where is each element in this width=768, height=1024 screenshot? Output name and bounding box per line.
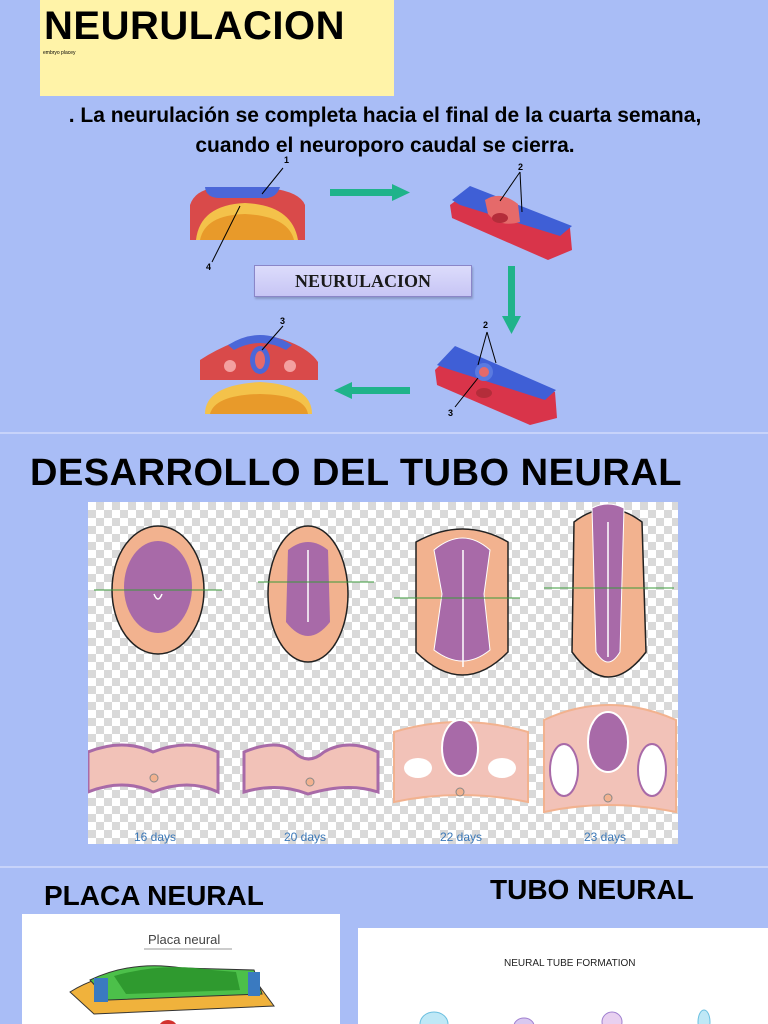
day-label-23: 23 days — [584, 830, 627, 844]
embryo-section-top-left — [190, 167, 305, 263]
callout-3: 3 — [280, 316, 286, 326]
day-label-22: 22 days — [440, 830, 483, 844]
slide-neurulacion: NEURULACION embryo placey . La neurulaci… — [0, 0, 768, 432]
slide-divider — [0, 432, 768, 434]
intro-text: . La neurulación se completa hacia el fi… — [68, 104, 702, 158]
neurulation-diagram — [190, 167, 572, 425]
day-label-16: 16 days — [134, 830, 177, 844]
tiny-caption: embryo placey — [43, 50, 76, 56]
callout-1: 1 — [284, 155, 290, 165]
tubo-neural-illustration — [419, 1009, 711, 1024]
slide-divider-2 — [0, 866, 768, 868]
section-23-days — [543, 704, 677, 814]
stage-16-days — [94, 525, 222, 655]
slide-placa-tubo: PLACA NEURAL TUBO NEURAL Placa neural NE… — [0, 868, 768, 1024]
callout-3b: 3 — [448, 408, 454, 418]
slide-title: DESARROLLO DEL TUBO NEURAL — [30, 452, 682, 494]
stage-22-days — [394, 528, 520, 676]
neural-tube-formation-label: NEURAL TUBE FORMATION — [504, 958, 636, 969]
section-16-days — [86, 743, 220, 795]
placa-neural-panel: Placa neural — [22, 914, 340, 1024]
arrow-left — [334, 382, 410, 399]
callout-2b: 2 — [483, 320, 489, 330]
callout-4: 4 — [206, 262, 212, 272]
tubo-neural-panel: NEURAL TUBE FORMATION — [358, 928, 768, 1024]
placa-neural-illustration — [69, 948, 275, 1024]
slide-title: NEURULACION — [44, 4, 346, 48]
placa-neural-title: PLACA NEURAL — [44, 880, 264, 911]
slide-desarrollo: DESARROLLO DEL TUBO NEURAL — [0, 434, 768, 866]
day-label-20: 20 days — [284, 830, 327, 844]
placa-neural-label: Placa neural — [148, 932, 221, 947]
neurulacion-label: NEURULACION — [254, 265, 472, 297]
arrow-right — [330, 184, 410, 201]
tubo-neural-title: TUBO NEURAL — [490, 874, 694, 905]
section-20-days — [242, 743, 380, 796]
arrow-down — [502, 266, 521, 334]
stage-23-days — [544, 503, 674, 678]
stage-20-days — [258, 525, 374, 663]
embryo-section-bottom-left — [200, 325, 318, 414]
embryo-section-top-right — [450, 171, 572, 260]
title-box: NEURULACION embryo placey — [40, 0, 394, 96]
neural-tube-figure: 16 days 20 days 22 days 23 days — [86, 502, 678, 844]
section-22-days — [393, 719, 529, 804]
callout-2: 2 — [518, 162, 524, 172]
embryo-section-bottom-right — [435, 331, 557, 425]
neural-tube-stages — [86, 503, 677, 814]
